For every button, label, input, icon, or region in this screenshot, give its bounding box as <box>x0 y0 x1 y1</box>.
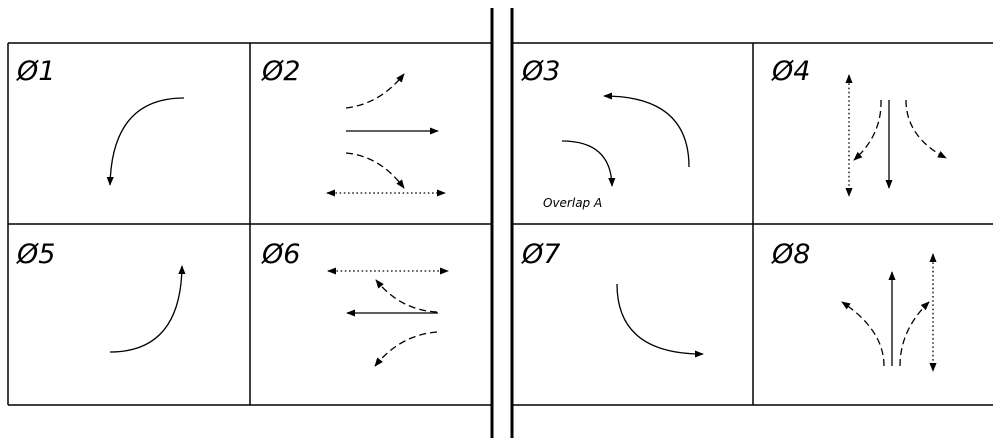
phase-label-8: Ø8 <box>771 239 810 270</box>
phase-grid <box>7 8 993 438</box>
permissive-right-arrow <box>899 301 930 367</box>
permissive-right-arrow <box>905 99 947 159</box>
left-turn-arrow <box>109 265 186 353</box>
permissive-left-arrow <box>345 73 405 109</box>
overlap-right-turn-arrow <box>561 140 616 187</box>
left-turn-arrow <box>603 92 690 168</box>
overlap-label: Overlap A <box>543 196 602 210</box>
left-turn-arrow <box>106 97 185 186</box>
phase-label-5: Ø5 <box>16 239 55 270</box>
permissive-left-arrow <box>374 331 438 367</box>
phase-3-movements: Overlap A <box>543 92 690 210</box>
phase-5-movements <box>109 265 186 353</box>
left-turn-arrow <box>616 283 704 358</box>
phase-label-3: Ø3 <box>521 56 560 87</box>
phase-6-movements <box>327 267 449 367</box>
phase-label-4: Ø4 <box>771 56 810 87</box>
phase-label-1: Ø1 <box>16 56 55 87</box>
permissive-right-arrow <box>345 152 405 189</box>
phase-label-7: Ø7 <box>521 239 560 270</box>
phase-4-movements <box>845 74 947 197</box>
permissive-right-arrow <box>375 279 438 313</box>
phase-8-movements <box>841 253 937 372</box>
phase-label-6: Ø6 <box>261 239 300 270</box>
phase-2-movements <box>326 73 446 197</box>
permissive-left-arrow <box>853 99 882 161</box>
phase-7-movements <box>616 283 704 358</box>
permissive-left-arrow <box>841 301 885 367</box>
phase-label-2: Ø2 <box>261 56 300 87</box>
phase-1-movements <box>106 97 185 186</box>
